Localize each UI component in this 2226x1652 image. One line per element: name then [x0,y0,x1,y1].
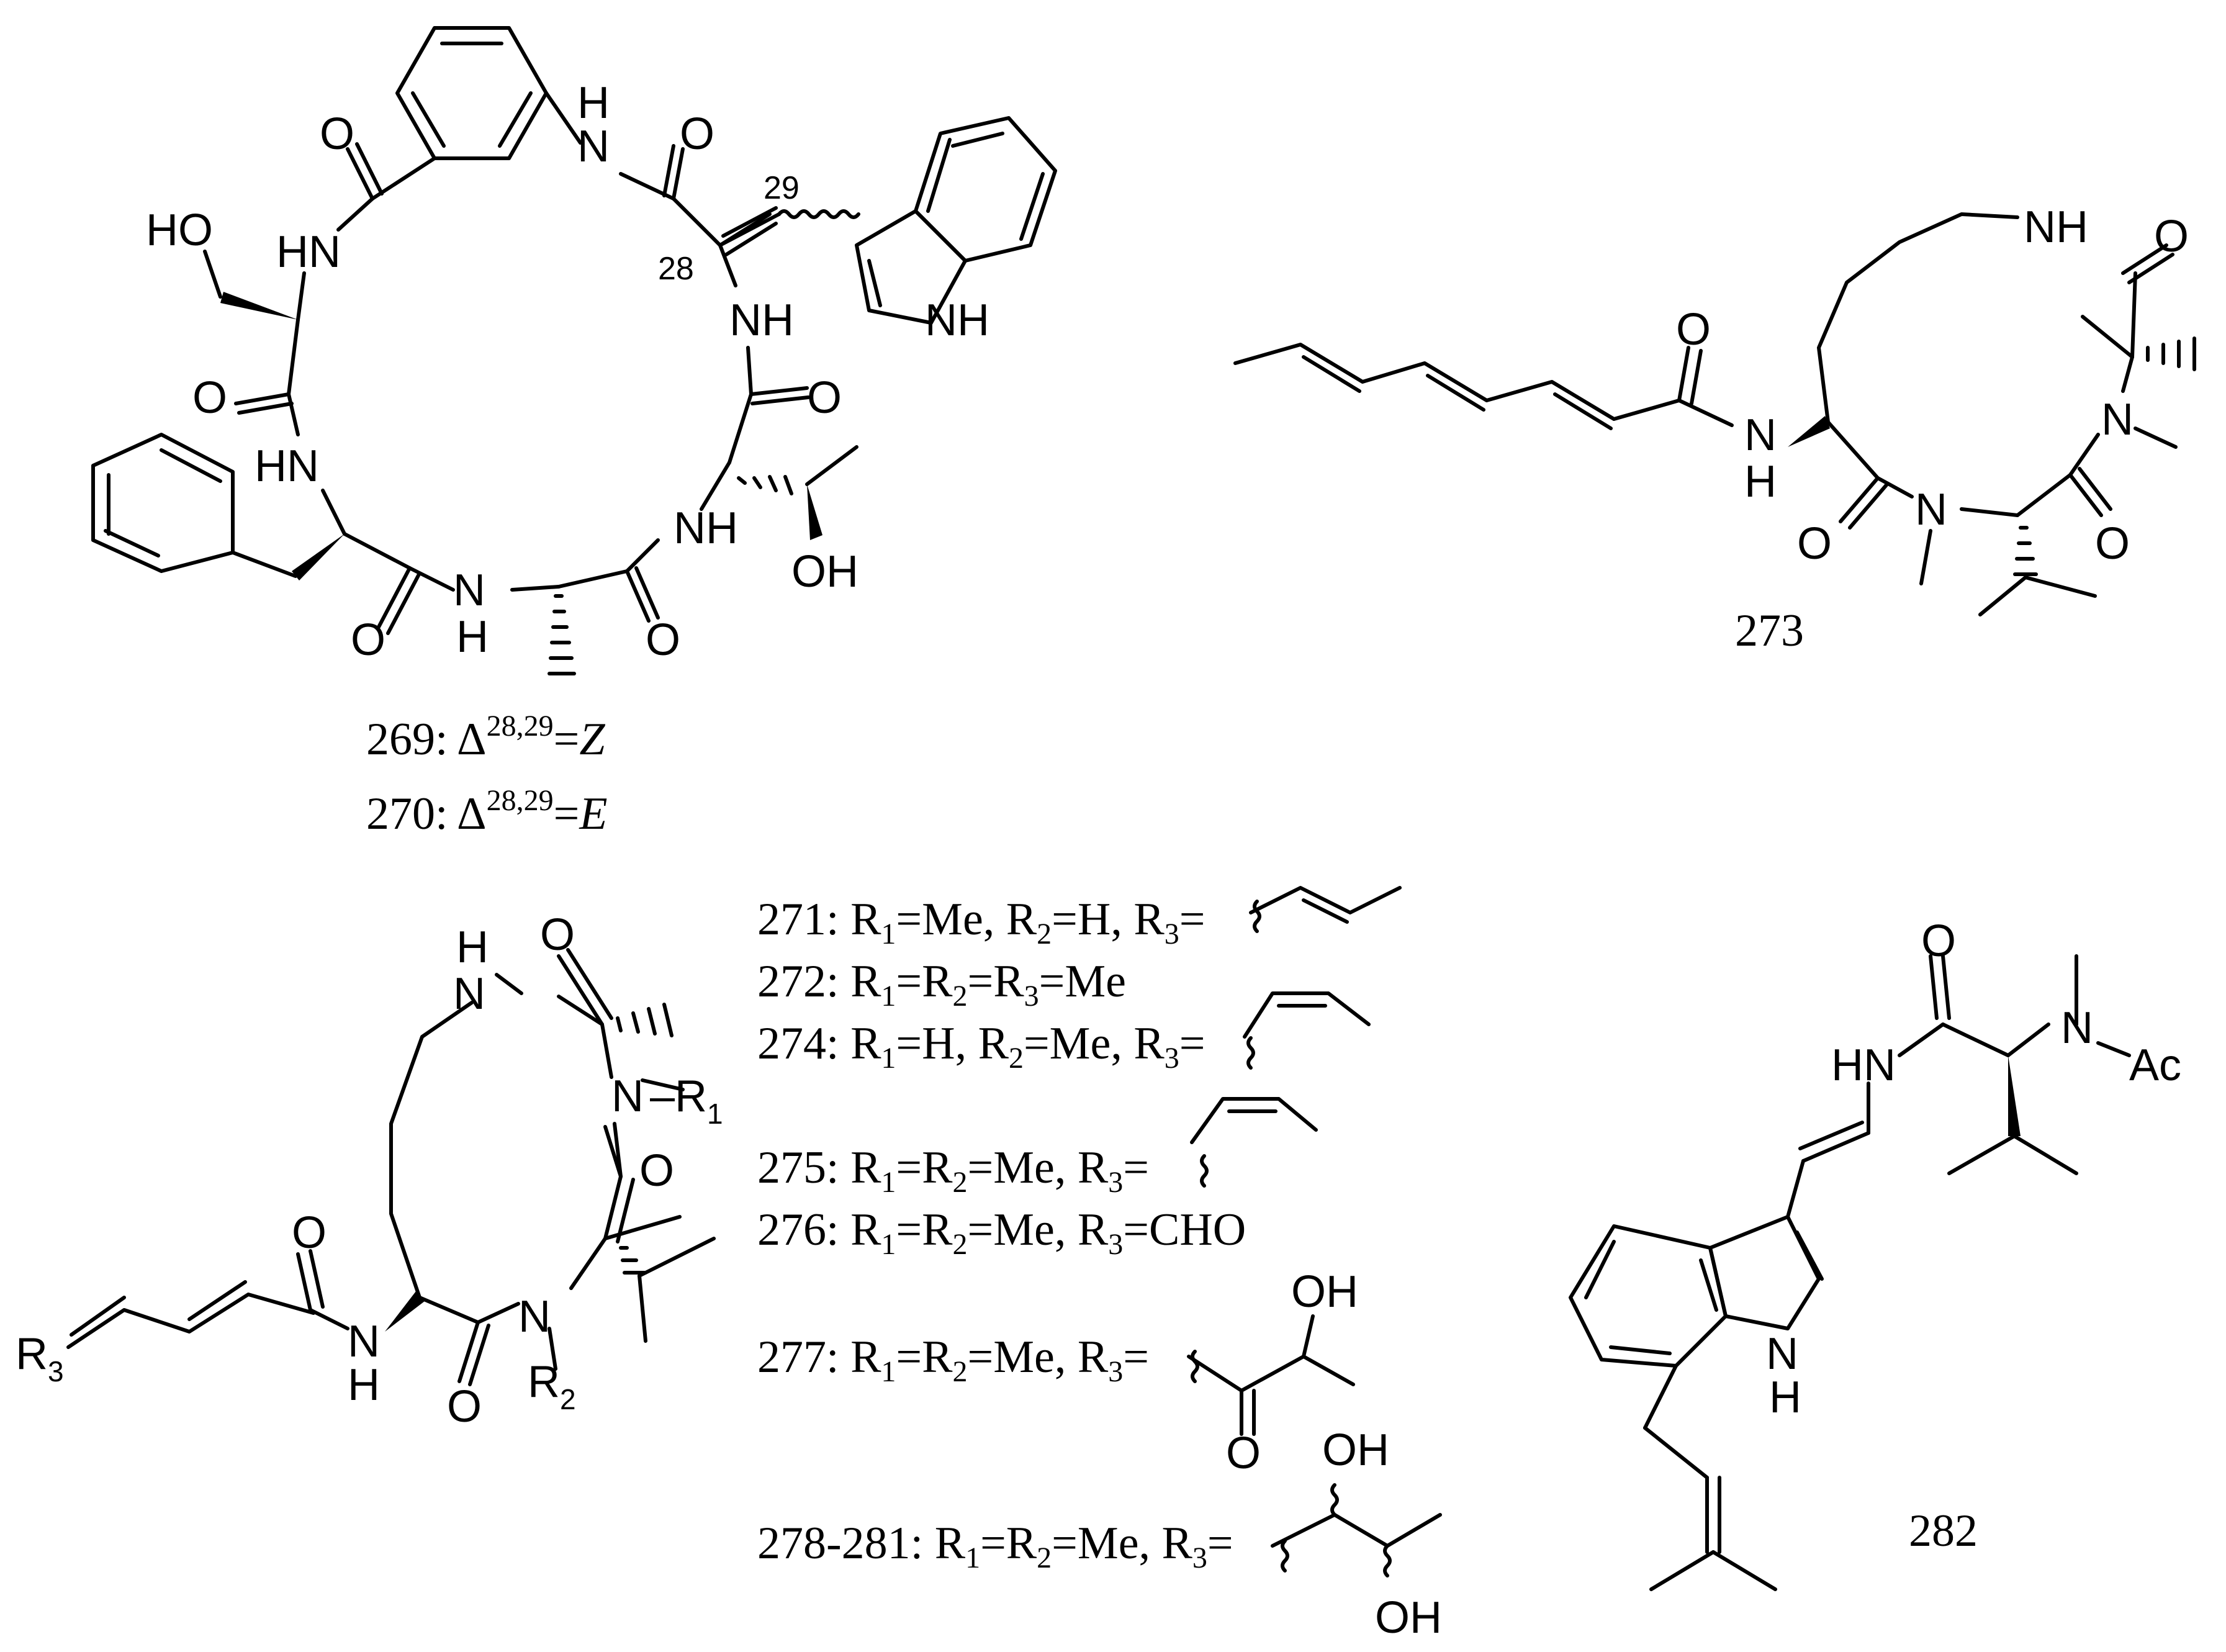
svg-text:N–R1: N–R1 [611,1072,723,1130]
row-276: 276: R1=R2=Me, R3=CHO [757,1204,1246,1261]
atom-H: H [1744,457,1777,507]
atom-N: N [577,122,610,171]
atom-O: O [192,373,227,423]
alanine-methyl-hash [547,594,576,675]
atom-N: N [1766,1329,1798,1379]
atom-NH: NH [674,503,738,553]
atom-O: O [292,1208,327,1258]
atom-O: O [2154,212,2189,261]
atom-O: O [540,910,575,960]
atom-N: N [2101,395,2134,445]
indole-ring-282 [1569,1215,1824,1368]
atom-N: N [453,566,485,615]
anthranilate-benzene-ring [395,26,548,160]
atom-HN: HN [276,227,341,277]
atom-N: N [518,1292,551,1342]
atom-O: O [639,1146,674,1196]
atom-OH: OH [791,547,858,597]
caption-273: 273 [1735,605,1804,656]
phenyl-ring [91,433,235,573]
svg-text:269: Δ28,29=Z: 269: Δ28,29=Z [366,710,605,765]
atom-HO: HO [146,205,213,255]
atom-H: H [456,923,489,972]
atom-O: O [320,109,354,159]
atom-N: N [2061,1003,2093,1053]
locant-28: 28 [658,251,694,287]
atom-OH: OH [1322,1425,1389,1475]
atom-O: O [1226,1429,1261,1478]
atom-O: O [1676,305,1711,354]
atom-OH: OH [1375,1593,1442,1643]
compound-273-structure: O N H O N O N NH O 273 [1233,202,2196,656]
caption-282: 282 [1909,1505,1978,1556]
atom-H: H [1769,1373,1801,1422]
compound-282-structure: O HN N Ac N H 282 [1569,916,2181,1591]
atom-O: O [2095,519,2130,569]
atom-N: N [453,969,485,1019]
row-271: 271: R1=Me, R2=H, R3= [757,894,1205,950]
substituent-table: 271: R1=Me, R2=H, R3= 272: R1=R2=R3=Me 2… [757,886,1442,1643]
atom-NH: NH [2024,202,2088,252]
row-274: 274: R1=H, R2=Me, R3= [757,1018,1205,1075]
compound-271-281-structure: O N H O N R2 O N–R1 N H O R3 [16,910,723,1432]
atom-O: O [1797,519,1832,569]
atom-N: N [348,1317,380,1366]
atom-O: O [447,1382,482,1432]
atom-H: H [456,612,489,662]
atom-H: H [577,78,610,128]
locant-29: 29 [764,170,800,206]
atom-O: O [646,615,680,665]
atom-N: N [1744,410,1777,460]
atom-HN: HN [255,441,319,491]
caption-270: 270: Δ28,29=E [366,784,608,839]
row-275: 275: R1=R2=Me, R3= [757,1142,1149,1199]
threonine-side-chain [737,445,858,540]
atom-NH: NH [925,296,989,345]
row-272: 272: R1=R2=R3=Me [757,956,1126,1013]
atom-NH: NH [729,296,794,345]
atom-Ac: Ac [2129,1040,2181,1090]
atom-O: O [1921,916,1956,966]
atom-HN: HN [1831,1040,1896,1090]
atom-N: N [1915,485,1947,535]
svg-text:R3: R3 [16,1329,64,1388]
svg-text:270: Δ28,29=E: 270: Δ28,29=E [366,784,608,839]
svg-text:R2: R2 [528,1357,576,1415]
atom-H: H [348,1360,380,1410]
atom-O: O [680,109,714,159]
caption-269: 269: Δ28,29=Z [366,710,605,765]
indole-ring [855,116,1057,325]
atom-O: O [351,615,385,665]
atom-OH: OH [1291,1267,1358,1317]
atom-O: O [807,373,842,423]
row-278-281: 278-281: R1=R2=Me, R3= [757,1518,1233,1574]
compound-269-270-structure: H N O O HO HN O HN O N H O NH OH O NH NH… [91,26,1057,839]
row-277: 277: R1=R2=Me, R3= [757,1332,1149,1388]
